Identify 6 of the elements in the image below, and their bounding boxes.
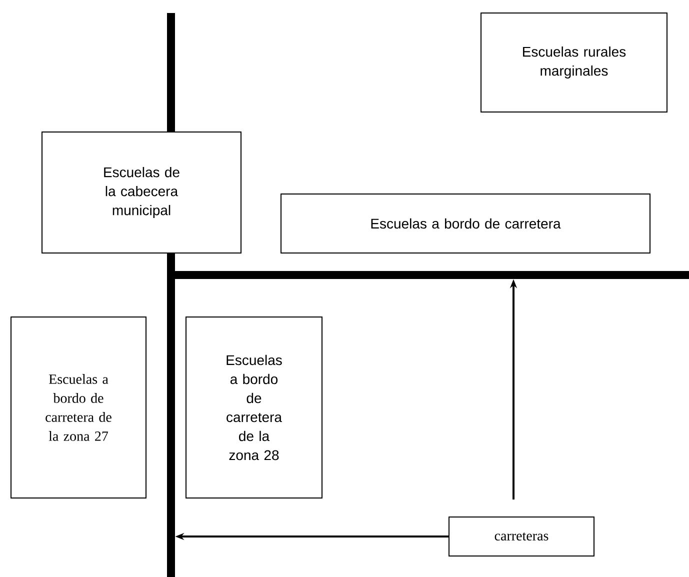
school-box: Escuelas a bordo de carretera de la zona 28 [186, 316, 322, 498]
school-box: Escuelas de la cabecera municipal [42, 132, 242, 254]
school-box: Escuelas rurales marginales [480, 12, 668, 112]
school-box: Escuelas a bordo de carretera [280, 194, 650, 254]
school-box: Escuelas a bordo de carretera de la zona 27 [10, 316, 146, 498]
road-label-box: carreteras [448, 516, 594, 556]
